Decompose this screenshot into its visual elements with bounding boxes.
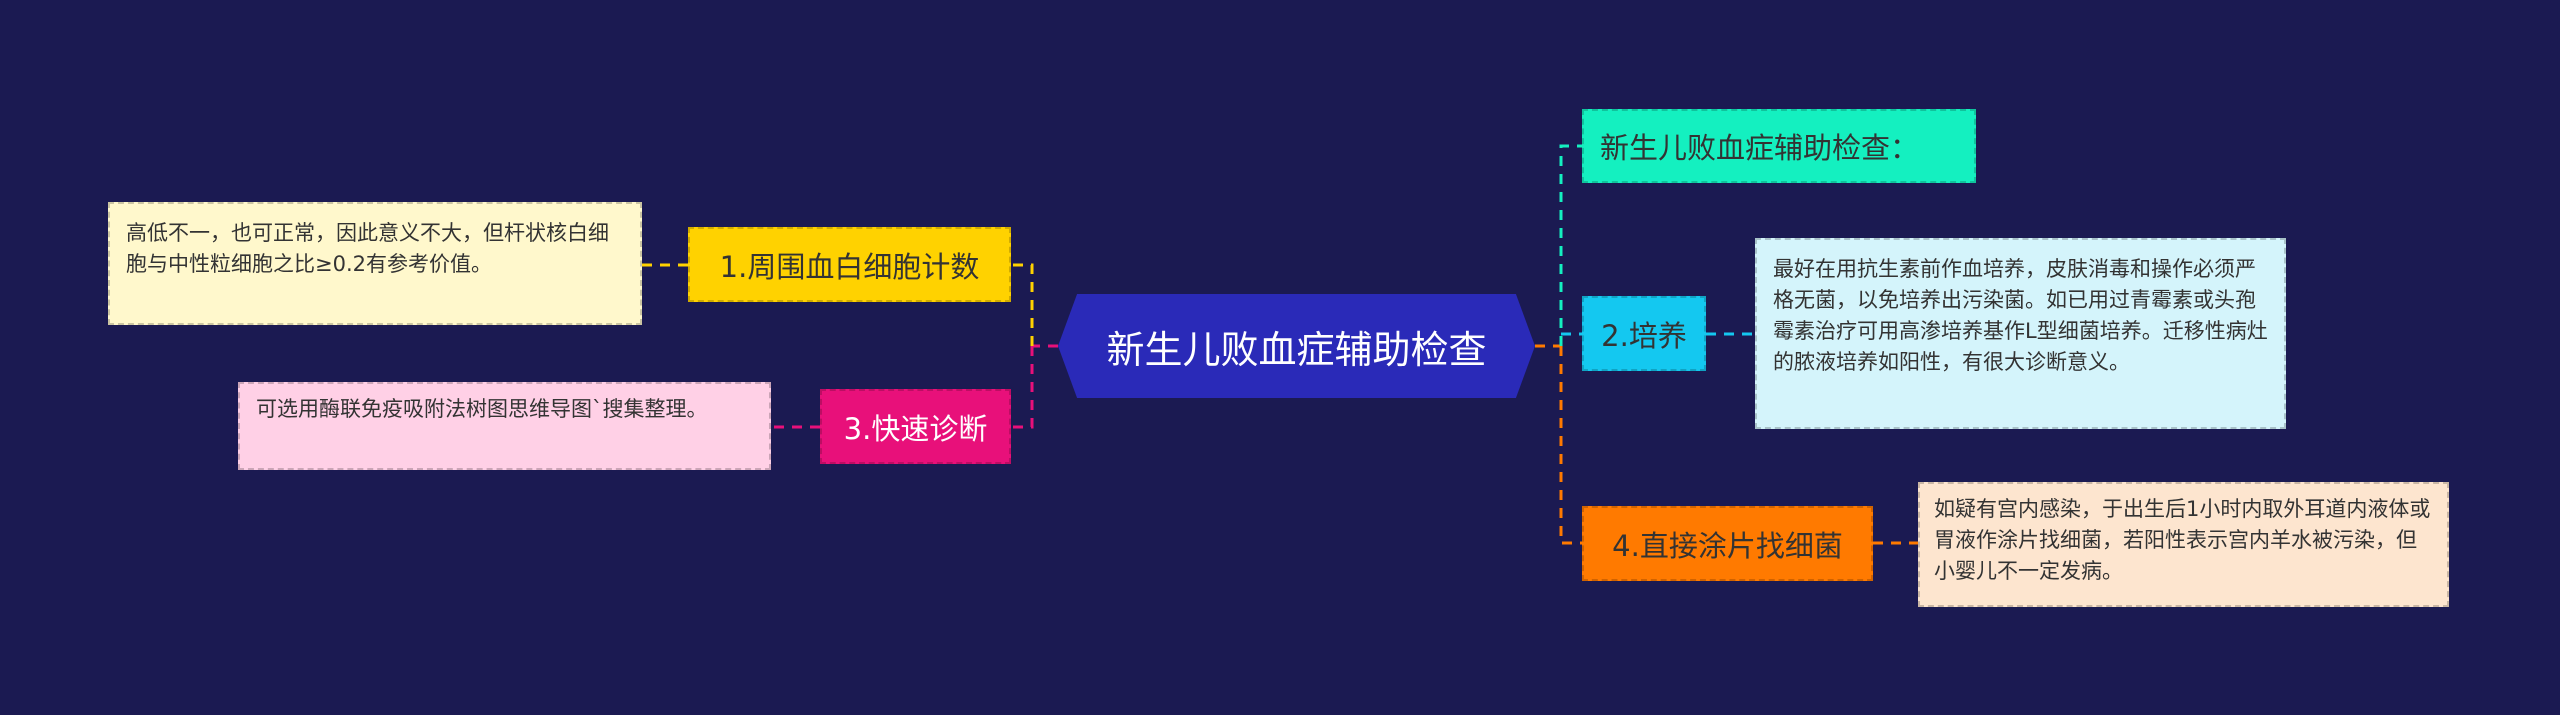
leaf-text: 可选用酶联免疫吸附法树图思维导图`搜集整理。 xyxy=(256,397,708,421)
branch-label: 新生儿败血症辅助检查： xyxy=(1600,131,1920,165)
leaf-smear[interactable]: 如疑有宫内感染，于出生后1小时内取外耳道内液体或胃液作涂片找细菌，若阳性表示宫内… xyxy=(1918,482,2449,607)
connector-branch-title xyxy=(1559,144,1582,346)
leaf-text: 最好在用抗生素前作血培养，皮肤消毒和操作必须严格无菌，以免培养出污染菌。如已用过… xyxy=(1773,257,2268,374)
branch-title[interactable]: 新生儿败血症辅助检查： xyxy=(1582,109,1976,183)
leaf-text: 高低不一，也可正常，因此意义不大，但杆状核白细胞与中性粒细胞之比≥0.2有参考价… xyxy=(126,221,609,276)
leaf-wbc-count[interactable]: 高低不一，也可正常，因此意义不大，但杆状核白细胞与中性粒细胞之比≥0.2有参考价… xyxy=(108,202,642,325)
leaf-rapid-diagnosis[interactable]: 可选用酶联免疫吸附法树图思维导图`搜集整理。 xyxy=(238,382,771,470)
central-topic[interactable]: 新生儿败血症辅助检查 xyxy=(1058,294,1535,398)
leaf-culture[interactable]: 最好在用抗生素前作血培养，皮肤消毒和操作必须严格无菌，以免培养出污染菌。如已用过… xyxy=(1755,238,2286,429)
branch-culture[interactable]: 2.培养 xyxy=(1582,296,1706,371)
branch-label: 1.周围血白细胞计数 xyxy=(719,249,980,284)
branch-wbc-count[interactable]: 1.周围血白细胞计数 xyxy=(688,227,1011,302)
connector-branch-4 xyxy=(1559,346,1582,545)
branch-smear[interactable]: 4.直接涂片找细菌 xyxy=(1582,506,1873,581)
branch-label: 4.直接涂片找细菌 xyxy=(1612,528,1843,563)
branch-label: 2.培养 xyxy=(1601,318,1687,353)
branch-rapid-diagnosis[interactable]: 3.快速诊断 xyxy=(820,389,1011,464)
leaf-text: 如疑有宫内感染，于出生后1小时内取外耳道内液体或胃液作涂片找细菌，若阳性表示宫内… xyxy=(1934,497,2431,583)
branch-label: 3.快速诊断 xyxy=(843,411,988,446)
central-topic-label: 新生儿败血症辅助检查 xyxy=(1106,327,1487,372)
connector-branch-1 xyxy=(1011,263,1034,346)
connector-branch-3 xyxy=(1011,346,1034,429)
